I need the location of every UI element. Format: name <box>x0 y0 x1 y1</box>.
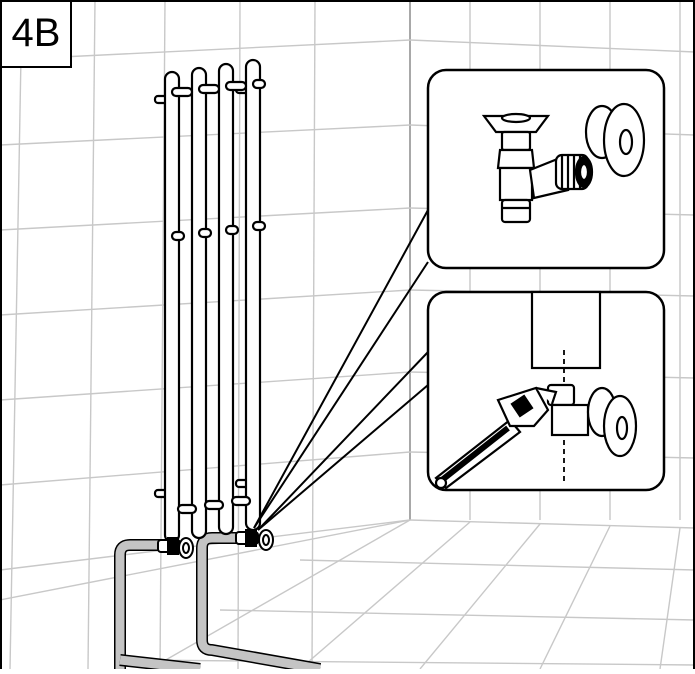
bottom-crossbar-set <box>176 495 252 515</box>
adjustable-wrench-icon <box>434 386 558 490</box>
angle-valve-icon <box>481 102 646 224</box>
detail-panel-valve-assembly <box>426 68 666 270</box>
detail-panel-wrench-tightening <box>426 290 666 492</box>
middle-connector-set <box>170 220 267 242</box>
top-crossbar-set <box>170 78 267 98</box>
supply-pipe-icon <box>114 532 322 674</box>
angle-valve-icon <box>546 383 638 458</box>
step-label: 4B <box>2 2 72 68</box>
vertical-tube-radiator-icon <box>153 58 267 544</box>
thread-icon <box>554 153 594 191</box>
angle-valve-icon <box>157 529 274 559</box>
callout-leader-lines <box>253 209 429 531</box>
